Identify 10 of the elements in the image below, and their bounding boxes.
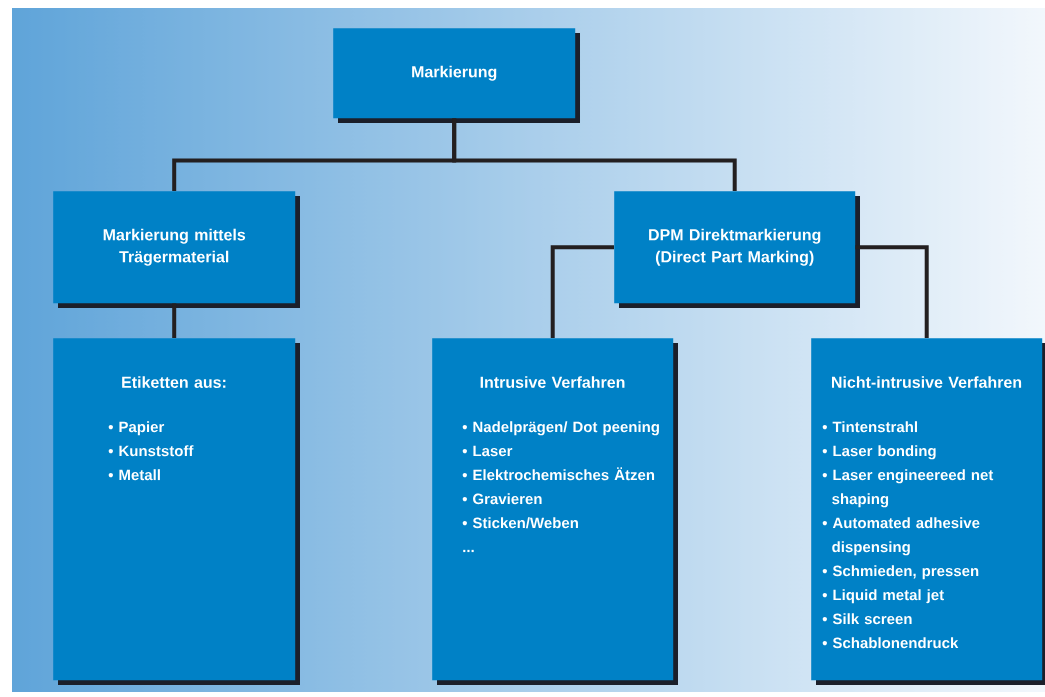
process-box: DPM Direktmarkierung (Direct Part Marking) (614, 191, 860, 308)
connector-line (452, 118, 737, 191)
connector-line (550, 245, 614, 338)
list-box: Intrusive Verfahren • Nadelprägen/ Dot peening • Laser • Elektrochemisches Ätzen • Gravieren • Sticken/Weben ... (432, 338, 678, 685)
connector-line (855, 245, 929, 338)
list-box: Etiketten aus: • Papier • Kunststoff • Metall (53, 338, 300, 685)
process-box: Markierung mittels Trägermaterial (53, 191, 300, 308)
process-box: Markierung (333, 28, 580, 123)
list-box: Nicht-intrusive Verfahren • Tintenstrahl • Laser bonding • Laser engineereed net shaping • Automated adhesive dispensing • Schmieden, pressen • Liquid metal jet • Silk screen • Schablonendruck (811, 338, 1045, 685)
connector-line (172, 303, 177, 338)
